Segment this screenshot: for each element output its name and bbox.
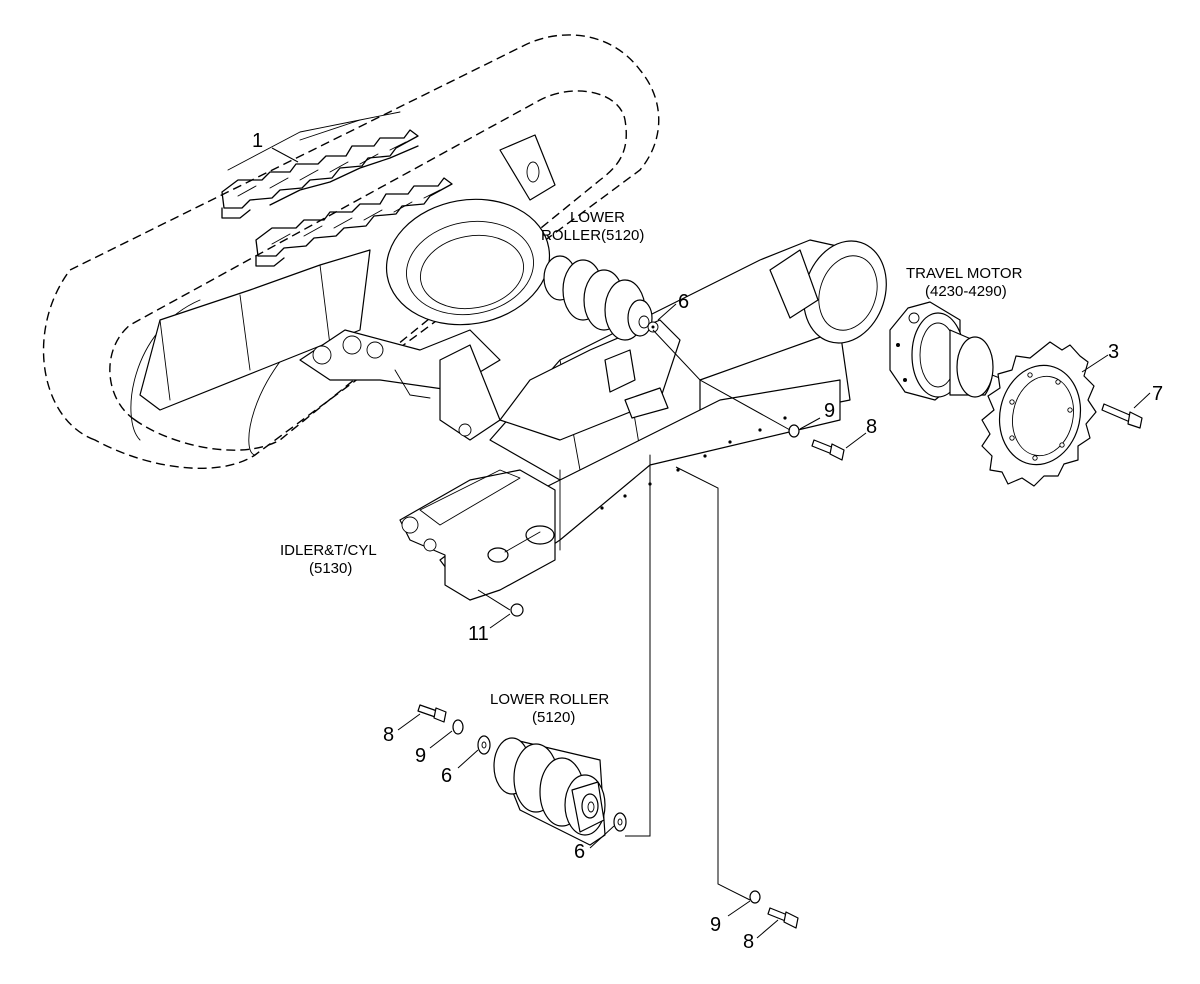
callout-8-upper: 8 [866, 416, 877, 438]
track-frame [139, 134, 887, 601]
label-lower-roller-top-line2: ROLLER(5120) [541, 227, 644, 244]
callout-9-upper: 9 [824, 400, 835, 422]
track-shoes [221, 111, 453, 267]
label-lower-roller-bottom-line1: LOWER ROLLER [490, 691, 609, 708]
sprocket [981, 341, 1097, 487]
callout-3: 3 [1108, 341, 1119, 363]
callout-8-lower: 8 [743, 931, 754, 953]
label-lower-roller-top-line1: LOWER [570, 209, 625, 226]
washer-6-left [477, 735, 491, 755]
label-travel-motor-line1: TRAVEL MOTOR [906, 265, 1023, 282]
bolt-7 [1101, 403, 1143, 429]
callout-6-upper: 6 [678, 291, 689, 313]
callout-9-left: 9 [415, 745, 426, 767]
bolt-8-upper [811, 439, 845, 461]
track-outline [42, 34, 660, 469]
callout-6-left: 6 [441, 765, 452, 787]
callout-11: 11 [468, 623, 489, 645]
bolt-8-lower [767, 907, 799, 929]
label-lower-roller-bottom-line2: (5120) [532, 709, 575, 726]
lower-roller-lower [493, 737, 606, 846]
callout-8-left: 8 [383, 724, 394, 746]
plug-11 [510, 603, 524, 617]
lower-roller-upper [543, 255, 653, 341]
callout-6-right: 6 [574, 841, 585, 863]
label-idler-line1: IDLER&T/CYL [280, 542, 377, 559]
travel-motor [889, 301, 1011, 401]
callout-1: 1 [252, 130, 263, 152]
washer-9-lower [749, 890, 761, 904]
callout-7: 7 [1152, 383, 1163, 405]
bolt-8-left [417, 704, 447, 723]
callout-9-lower: 9 [710, 914, 721, 936]
washer-6-right [613, 812, 627, 832]
washer-9-upper [788, 424, 800, 438]
label-idler-line2: (5130) [309, 560, 352, 577]
washer-9-left [452, 719, 464, 735]
label-travel-motor-line2: (4230-4290) [925, 283, 1007, 300]
